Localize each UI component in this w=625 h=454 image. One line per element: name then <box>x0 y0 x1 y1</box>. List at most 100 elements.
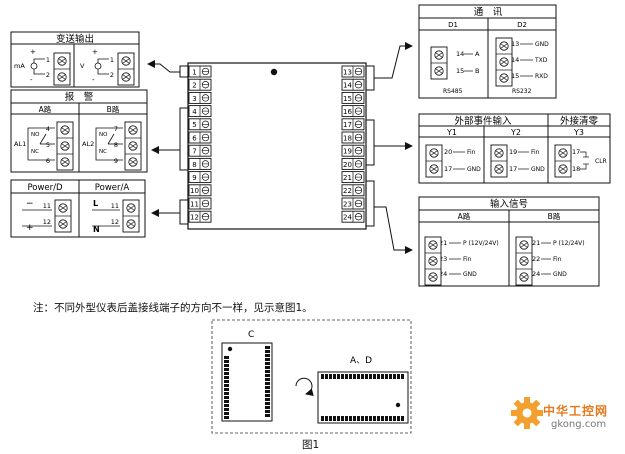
alarm-panel: 报 警 A路 B路 AL1 AL2 NO NC NO NC 4 5 6 7 8 … <box>10 89 148 173</box>
svg-text:GND: GND <box>531 166 545 173</box>
terminal-block-icon <box>53 52 71 86</box>
svg-text:Fin: Fin <box>531 149 540 156</box>
svg-text:8: 8 <box>114 141 118 149</box>
transmit-output-panel: 变送输出 mA + - V + - 1 2 1 2 <box>10 31 140 88</box>
svg-text:19: 19 <box>509 148 517 156</box>
terminal-block-icon <box>490 144 508 178</box>
svg-text:18: 18 <box>343 134 352 142</box>
terminal-pin: 20 <box>341 157 365 170</box>
svg-text:2: 2 <box>110 71 114 79</box>
svg-text:1: 1 <box>110 56 114 64</box>
svg-text:B: B <box>475 67 479 75</box>
svg-text:12: 12 <box>111 218 119 226</box>
svg-text:15: 15 <box>456 67 464 75</box>
svg-text:17: 17 <box>572 148 580 156</box>
svg-text:4: 4 <box>192 108 197 116</box>
terminal-pin: 18 <box>341 131 365 144</box>
terminal-block-icon <box>425 144 443 178</box>
svg-text:21: 21 <box>439 239 447 247</box>
terminal-block-icon <box>495 37 513 87</box>
svg-text:-: - <box>92 76 95 84</box>
gear-icon <box>511 397 543 429</box>
terminal-pin: 17 <box>341 118 365 131</box>
svg-text:21: 21 <box>532 239 540 247</box>
svg-text:+: + <box>92 48 98 56</box>
figure-1: C A、D <box>211 319 412 434</box>
label-ad: A、D <box>350 356 372 366</box>
svg-text:GND: GND <box>553 271 567 278</box>
terminal-block-icon <box>122 199 140 233</box>
terminal-pin: 14 <box>341 78 365 91</box>
svg-text:17: 17 <box>444 165 452 173</box>
svg-text:A路: A路 <box>39 104 52 114</box>
svg-text:V: V <box>80 62 85 70</box>
terminal-pin: 4 <box>188 105 212 118</box>
svg-text:RS485: RS485 <box>443 88 463 95</box>
svg-text:RXD: RXD <box>535 73 548 80</box>
svg-text:P (12/24V): P (12/24V) <box>553 240 585 247</box>
watermark: 中华工控网 gkong.com <box>543 402 608 430</box>
svg-text:D2: D2 <box>517 21 527 29</box>
terminal-pin: 12 <box>188 210 212 223</box>
svg-text:18: 18 <box>572 165 580 173</box>
svg-text:12: 12 <box>190 214 199 222</box>
svg-text:15: 15 <box>511 72 519 80</box>
terminal-block-icon <box>54 199 72 233</box>
svg-text:24: 24 <box>439 270 447 278</box>
svg-text:13: 13 <box>343 68 352 76</box>
svg-text:7: 7 <box>192 148 196 156</box>
svg-text:23: 23 <box>439 255 447 263</box>
terminal-pin: 24 <box>341 210 365 223</box>
terminal-pin: 5 <box>188 118 212 131</box>
svg-text:NC: NC <box>31 149 39 155</box>
svg-text:1: 1 <box>46 56 50 64</box>
terminal-pin: 19 <box>341 144 365 157</box>
terminal-pin: 1 <box>188 65 212 78</box>
svg-text:14: 14 <box>511 56 519 64</box>
svg-text:10: 10 <box>190 187 199 195</box>
svg-text:17: 17 <box>343 121 352 129</box>
svg-text:N: N <box>93 225 100 234</box>
svg-text:9: 9 <box>192 174 196 182</box>
label-c: C <box>248 330 254 340</box>
terminal-pin: 8 <box>188 157 212 170</box>
svg-text:11: 11 <box>190 200 199 208</box>
svg-text:7: 7 <box>114 125 118 133</box>
svg-text:1: 1 <box>192 68 196 76</box>
terminal-pin: 21 <box>341 171 365 184</box>
svg-text:14: 14 <box>456 50 464 58</box>
terminal-block-icon <box>430 46 448 80</box>
clear-title: 外接清零 <box>560 115 599 127</box>
svg-text:13: 13 <box>511 40 519 48</box>
svg-text:Fin: Fin <box>463 256 472 263</box>
terminal-pin: 22 <box>341 184 365 197</box>
input-signal-panel: 输入信号 A路 B路 21 23 24 P (12V/24V) Fin GND … <box>418 196 600 287</box>
terminal-pin: 13 <box>341 65 365 78</box>
communication-panel: 通 讯 D1 D2 14 15 A B RS485 13 14 15 GND T… <box>418 4 557 99</box>
transmit-title: 变送输出 <box>56 33 94 45</box>
svg-text:5: 5 <box>192 121 196 129</box>
input-title: 输入信号 <box>490 198 528 210</box>
svg-text:RS232: RS232 <box>512 88 532 95</box>
svg-text:AL2: AL2 <box>82 140 94 148</box>
terminal-pin: 9 <box>188 171 212 184</box>
svg-text:11: 11 <box>43 202 51 210</box>
svg-text:8: 8 <box>192 161 196 169</box>
svg-text:22: 22 <box>532 255 540 263</box>
svg-text:6: 6 <box>192 134 197 142</box>
svg-text:A路: A路 <box>458 211 471 221</box>
svg-text:mA: mA <box>14 62 25 70</box>
event-title: 外部事件输入 <box>454 115 512 127</box>
terminal-pin: 11 <box>188 197 212 210</box>
svg-text:24: 24 <box>343 214 352 222</box>
svg-text:2: 2 <box>192 82 196 90</box>
svg-text:14: 14 <box>343 82 352 90</box>
note-text: 注：不同外型仪表后盖接线端子的方向不一样，见示意图1。 <box>33 302 313 314</box>
svg-text:CLR: CLR <box>595 158 607 165</box>
svg-text:Fin: Fin <box>467 149 476 156</box>
svg-text:B路: B路 <box>107 104 120 114</box>
svg-text:9: 9 <box>114 157 118 165</box>
svg-text:20: 20 <box>343 161 352 169</box>
power-a-title: Power/A <box>95 183 130 193</box>
svg-text:Y3: Y3 <box>573 128 584 137</box>
